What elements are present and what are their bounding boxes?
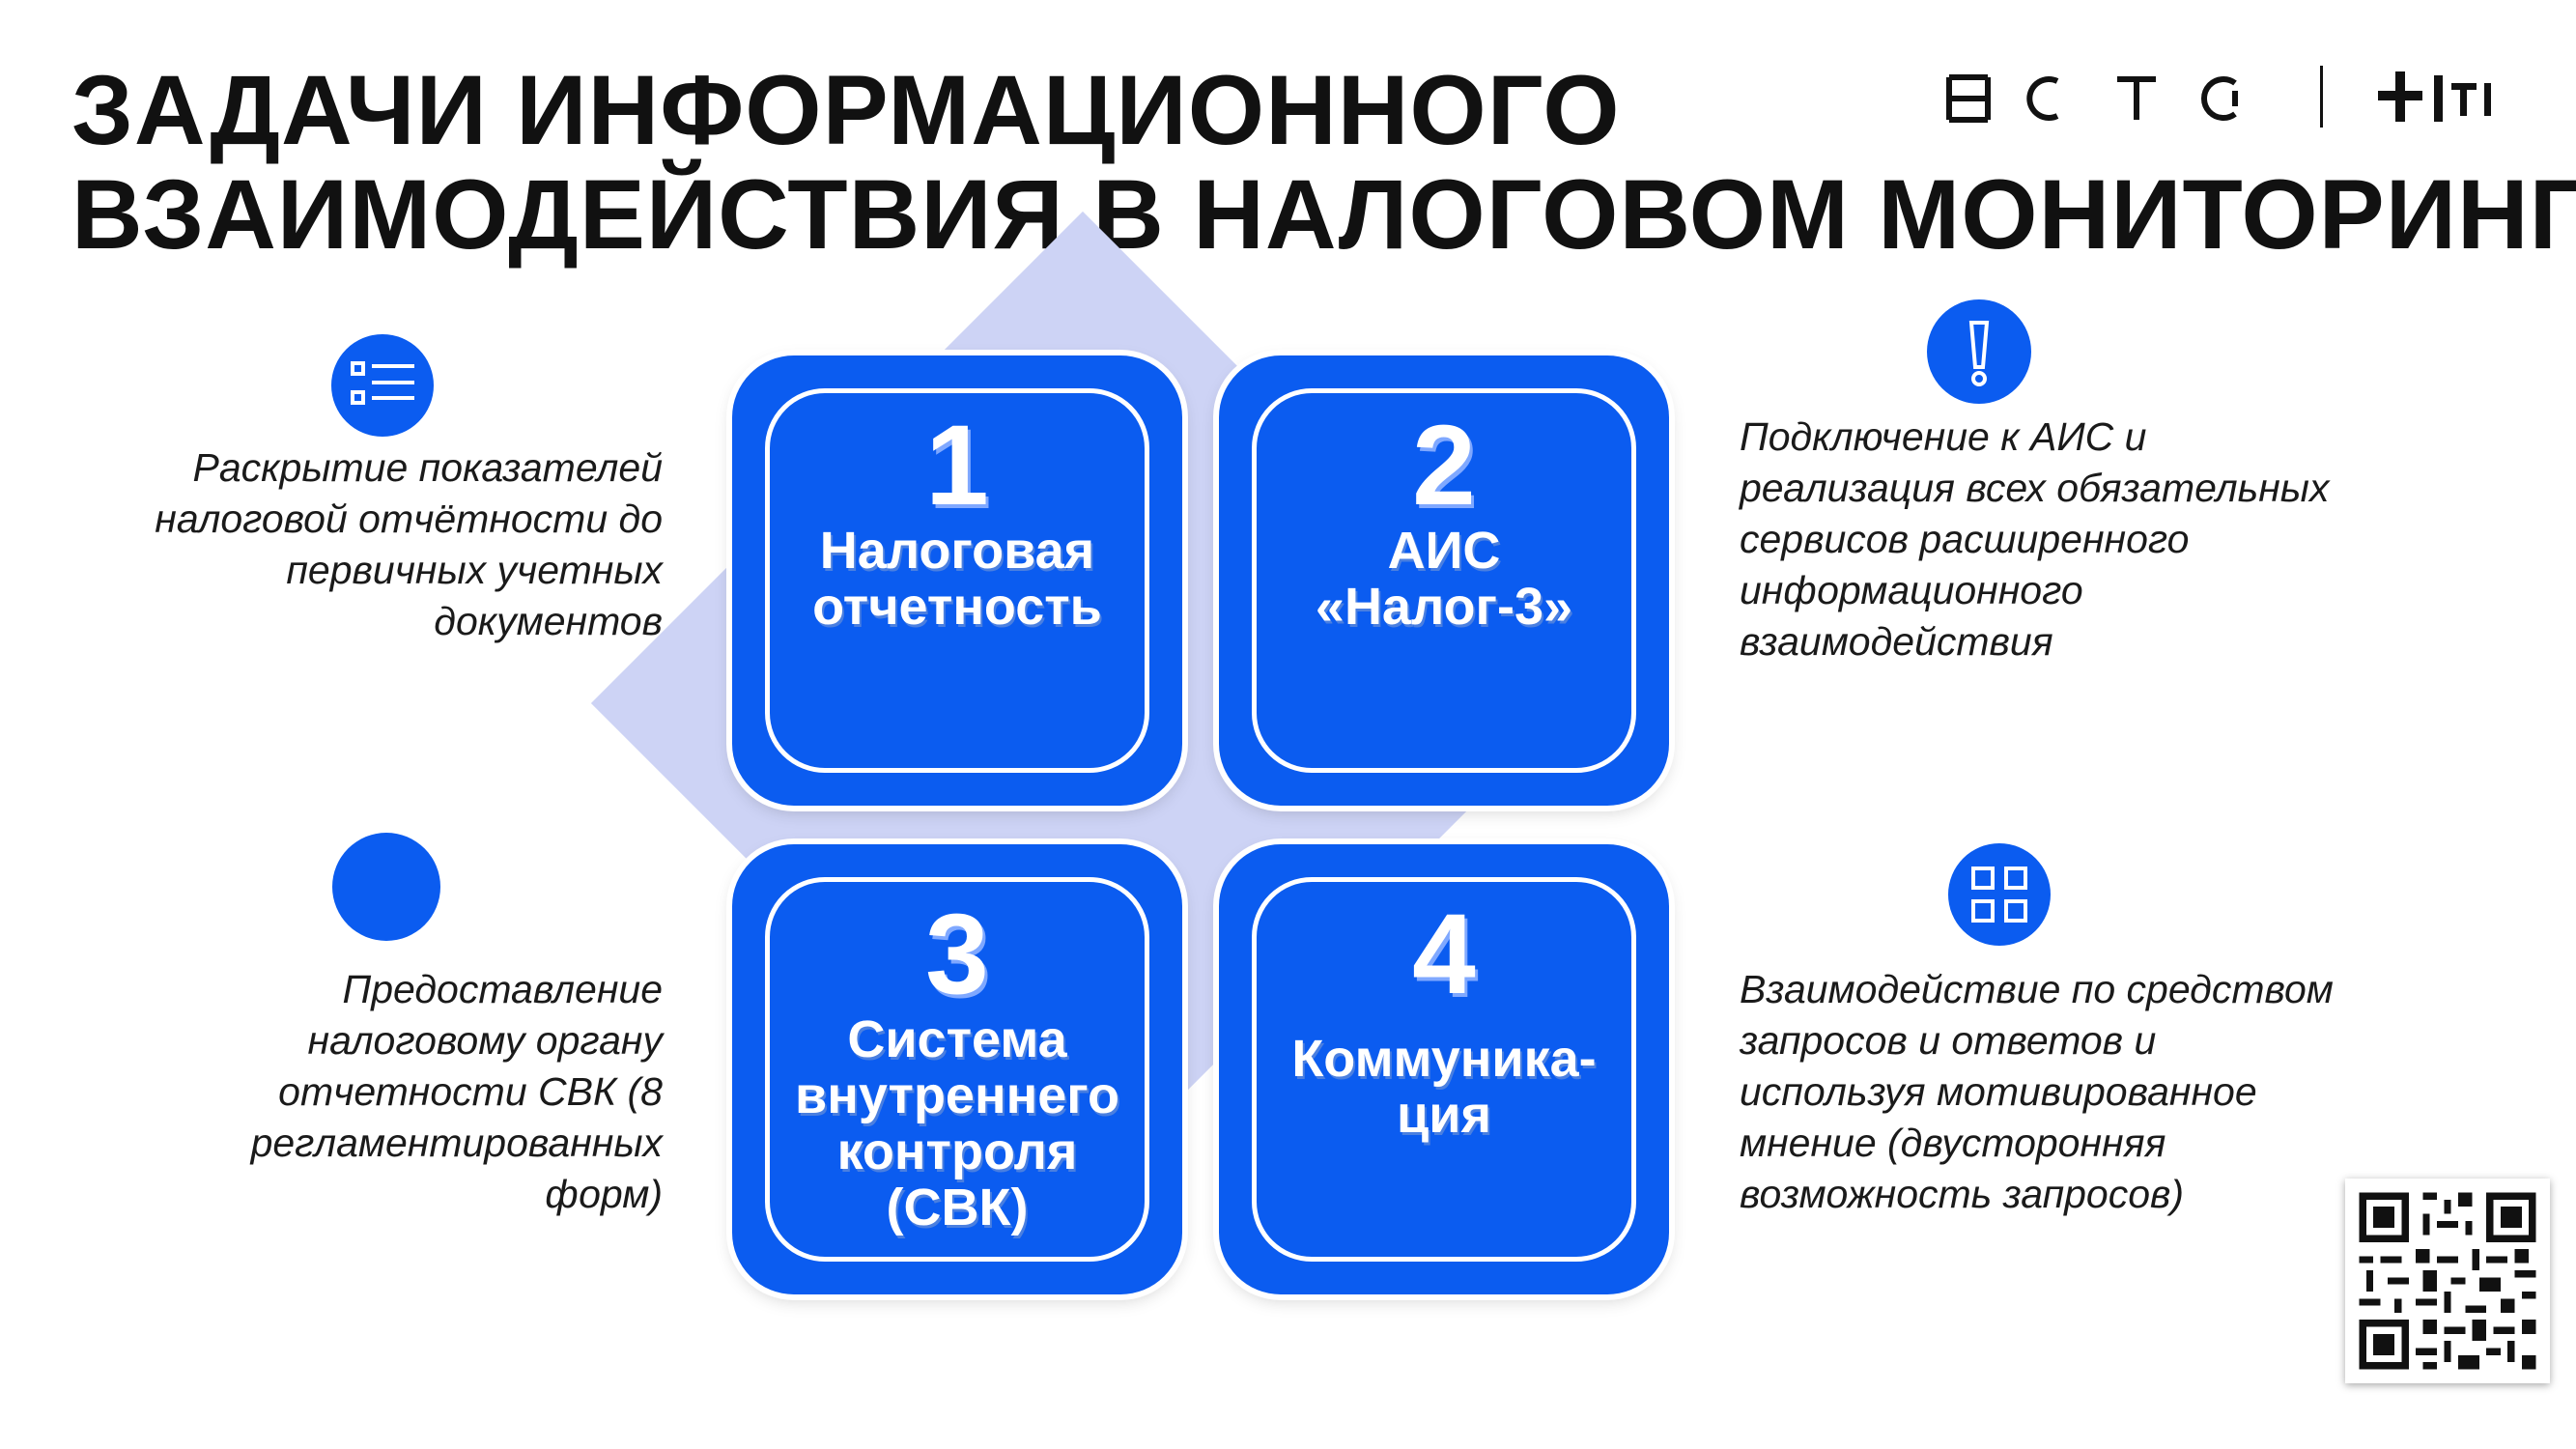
tile-internal-control-system: 3 Система внутреннего контроля (СВК) [732, 844, 1182, 1294]
exclamation-icon [1927, 299, 2031, 404]
qr-code[interactable] [2345, 1179, 2550, 1383]
description-bottom-right: Взаимодействие по средством запросов и о… [1740, 967, 2334, 1216]
description-bottom-left: Предоставление налоговому органу отчетно… [250, 967, 663, 1216]
tile-label: Коммуника- ция [1291, 1030, 1597, 1144]
tile-communication: 4 Коммуника- ция [1219, 844, 1669, 1294]
list-icon [331, 334, 434, 437]
description-top-right: Подключение к АИС и реализация всех обяз… [1740, 414, 2330, 664]
description-top-left: Раскрытие показателей налоговой отчётнос… [155, 445, 663, 643]
t1-logo [2378, 71, 2491, 122]
hota-logo [1946, 74, 2238, 123]
page-title-line-2: ВЗАИМОДЕЙСТВИЯ В НАЛОГОВОМ МОНИТОРИНГЕ [71, 159, 2576, 270]
tile-number: 1 [925, 402, 989, 529]
page-title: ЗАДАЧИ ИНФОРМАЦИОННОГО ВЗАИМОДЕЙСТВИЯ В … [71, 58, 2576, 267]
tile-label: Налоговая отчетность [812, 522, 1102, 636]
tile-label: Система внутреннего контроля (СВК) [795, 1010, 1119, 1236]
tile-number: 3 [925, 891, 989, 1018]
tile-number: 2 [1412, 402, 1476, 529]
grid-icon [1948, 843, 2051, 946]
tile-tax-reporting: 1 Налоговая отчетность [732, 355, 1182, 806]
tile-label: АИС «Налог-3» [1315, 522, 1573, 636]
tile-number: 4 [1412, 891, 1476, 1018]
tile-ais-nalog3: 2 АИС «Налог-3» [1219, 355, 1669, 806]
circle-icon [332, 833, 440, 941]
logo-divider [2320, 66, 2323, 128]
page-title-line-1: ЗАДАЧИ ИНФОРМАЦИОННОГО [71, 55, 1621, 165]
